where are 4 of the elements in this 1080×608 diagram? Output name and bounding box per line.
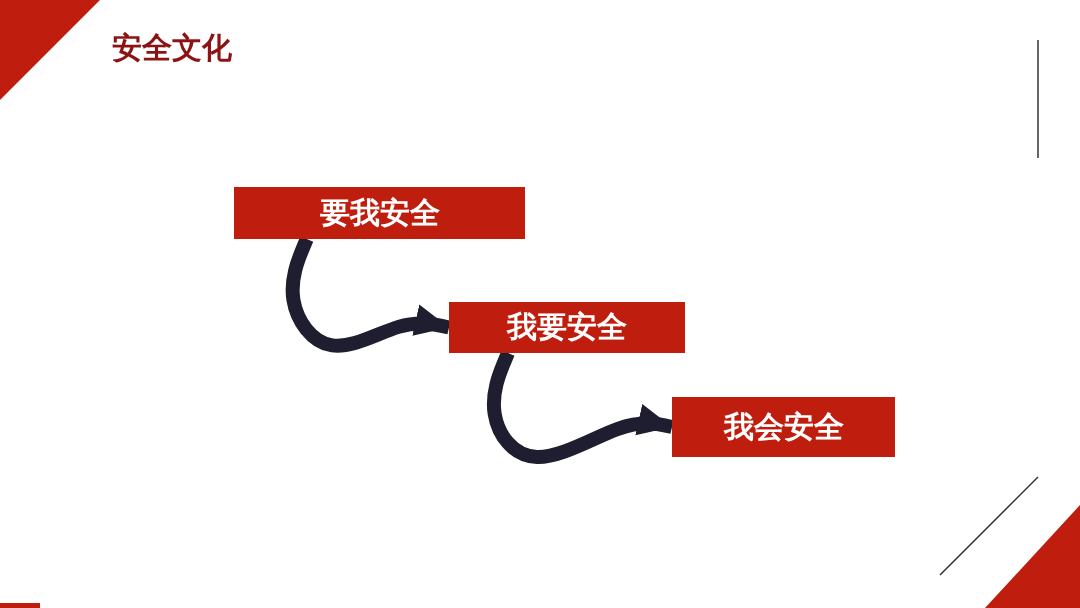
step-box: 我会安全 — [672, 397, 895, 457]
step-box: 我要安全 — [449, 302, 685, 353]
step-box: 要我安全 — [234, 187, 525, 239]
title: 安全文化 — [112, 29, 232, 67]
